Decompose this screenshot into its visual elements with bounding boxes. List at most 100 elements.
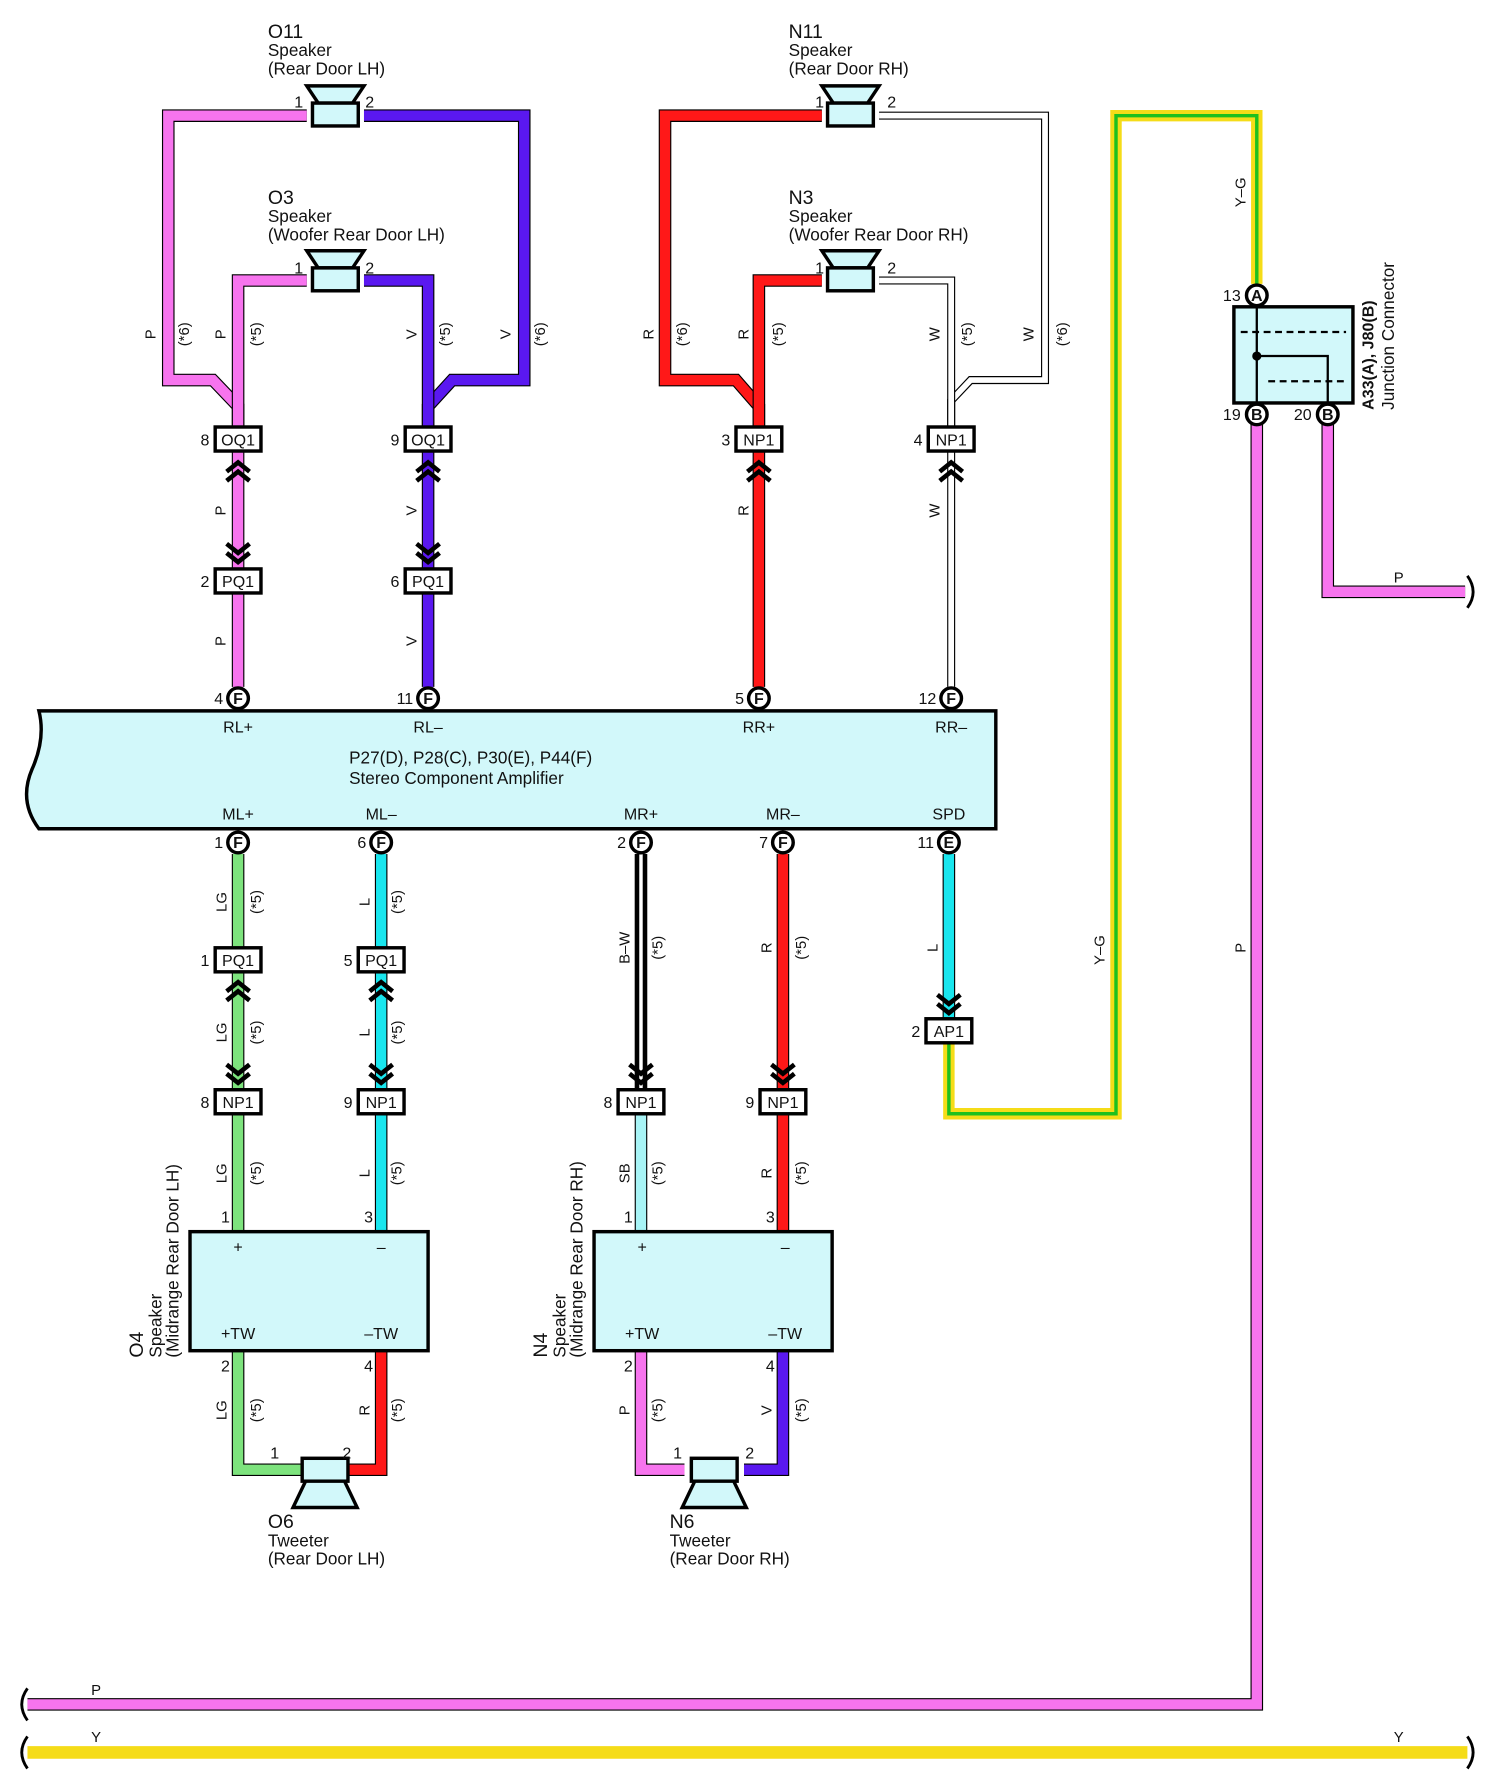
condition-note: (*5)	[960, 322, 976, 346]
amplifier-name: Stereo Component Amplifier	[349, 768, 564, 788]
chevron-up	[938, 468, 965, 483]
amplifier-top-pin-label: RL–	[413, 719, 442, 737]
speaker-n3-cone	[818, 249, 883, 270]
condition-note: (*5)	[438, 322, 454, 346]
amplifier-top-pin-label: RR–	[935, 719, 967, 737]
midrange-minus-label: –	[377, 1238, 386, 1256]
condition-note: (*5)	[390, 1161, 406, 1185]
chevron-up	[415, 468, 441, 483]
wire-color-code: LG	[215, 1400, 231, 1420]
speaker-name: Speaker	[268, 40, 332, 60]
condition-note: (*5)	[651, 936, 667, 960]
inline-connector-name: AP1	[934, 1023, 964, 1041]
junction-pin-number: 19	[1223, 406, 1241, 424]
wire-color-code: V	[759, 1405, 775, 1415]
condition-note: (*5)	[794, 1398, 810, 1422]
amplifier-bottom-pin-number: 6	[357, 834, 366, 852]
speaker-pin-number: 1	[270, 1444, 279, 1462]
condition-note: (*5)	[794, 936, 810, 960]
wire-junction-p-bus	[27, 421, 1262, 1710]
condition-note: (*5)	[249, 1161, 265, 1185]
speaker-name: Speaker	[789, 206, 853, 226]
wire-color-code: P	[213, 506, 229, 516]
amplifier-top-pin-number: 5	[735, 690, 744, 708]
amplifier-bottom-pin-letter: F	[778, 834, 788, 852]
inline-connector-pin: 9	[344, 1094, 353, 1112]
wire-color-code: L	[358, 1169, 374, 1177]
inline-connector-pin: 8	[201, 431, 210, 449]
amplifier-bottom-pin-label: MR+	[624, 806, 658, 824]
wire-color-code: P	[1394, 571, 1404, 587]
condition-note: (*5)	[249, 890, 265, 914]
chevron-up	[746, 468, 772, 483]
speaker-id: N4	[530, 1333, 552, 1358]
inline-connector-name: OQ1	[411, 431, 445, 449]
amplifier-bottom-pin-letter: E	[944, 834, 955, 852]
amplifier-top-pin-letter: F	[754, 690, 764, 708]
break-p-right	[1466, 574, 1475, 609]
speaker-location: (Rear Door RH)	[789, 58, 909, 78]
amplifier-bottom-pin	[226, 830, 251, 855]
amplifier-top-pin-number: 12	[918, 690, 936, 708]
inline-connector-name: NP1	[366, 1094, 397, 1112]
chevron-down	[770, 1071, 796, 1086]
tweeter-o6-cone	[290, 1479, 360, 1510]
midrange-minus-label: –	[781, 1238, 790, 1256]
inline-connector-pin: 4	[914, 431, 923, 449]
chevron-down	[225, 1071, 251, 1086]
midrange-n4-body	[592, 1229, 834, 1353]
speaker-o3-cone	[303, 249, 368, 270]
chevron-down	[936, 1002, 962, 1016]
condition-note: (*5)	[651, 1398, 667, 1422]
speaker-location: (Rear Door LH)	[268, 58, 385, 78]
speaker-pin-number: 2	[342, 1444, 351, 1462]
speaker-pin-number: 2	[221, 1357, 230, 1375]
wire-color-code: W	[1022, 327, 1038, 341]
junction-pin-letter: A	[1251, 287, 1263, 305]
wire-color-code: SB	[618, 1163, 634, 1183]
junction-node	[1252, 351, 1262, 361]
chevron-down	[225, 1062, 251, 1077]
chevron-down	[225, 551, 251, 565]
break-p-left	[20, 1687, 29, 1722]
speaker-name: Speaker	[549, 1293, 569, 1357]
inline-connector-box	[213, 946, 263, 974]
speaker-name: Speaker	[145, 1293, 165, 1357]
chevron-down	[225, 541, 251, 556]
wire-color-code: R	[642, 329, 658, 340]
inline-connector-pin: 2	[201, 573, 210, 591]
wire-color-code: P	[618, 1405, 634, 1415]
chevron-down	[628, 1062, 654, 1077]
chevron-up	[225, 459, 251, 474]
speaker-pin-number: 2	[365, 94, 374, 112]
wire-color-code: R	[737, 505, 753, 516]
speaker-name: Tweeter	[670, 1530, 731, 1550]
inline-connector-pin: 2	[911, 1023, 920, 1041]
wire-color-code: Y	[1394, 1730, 1404, 1746]
junction-name: Junction Connector	[1378, 262, 1398, 410]
inline-connector-name: NP1	[767, 1094, 798, 1112]
amplifier-bottom-pin-label: ML+	[222, 806, 254, 824]
amplifier-top-pin-letter: F	[233, 690, 243, 708]
speaker-name: Tweeter	[268, 1530, 329, 1550]
wire-n3-r-outline	[752, 274, 822, 427]
condition-note: (*6)	[533, 322, 549, 346]
wire-color-code: P	[213, 329, 229, 339]
midrange-plus-label: +	[637, 1238, 646, 1256]
wire-color-code: R	[358, 1405, 374, 1416]
inline-connector-pin: 9	[745, 1094, 754, 1112]
chevron-up	[746, 459, 772, 474]
inline-connector-box	[403, 567, 453, 595]
speaker-location: (Midrange Rear Door RH)	[567, 1161, 587, 1357]
inline-connector-pin: 8	[201, 1094, 210, 1112]
chevron-down	[415, 551, 441, 565]
wire-color-code: Y	[91, 1730, 101, 1746]
condition-note: (*5)	[390, 1398, 406, 1422]
chevron-down	[936, 992, 962, 1007]
wire-color-code: P	[144, 329, 160, 339]
speaker-location: (Rear Door LH)	[268, 1549, 385, 1569]
speaker-id: N6	[670, 1511, 695, 1533]
wire-junction-p-out	[1322, 421, 1466, 597]
wire-n11-w	[879, 112, 1048, 427]
amplifier-bottom-pin-number: 7	[759, 834, 768, 852]
